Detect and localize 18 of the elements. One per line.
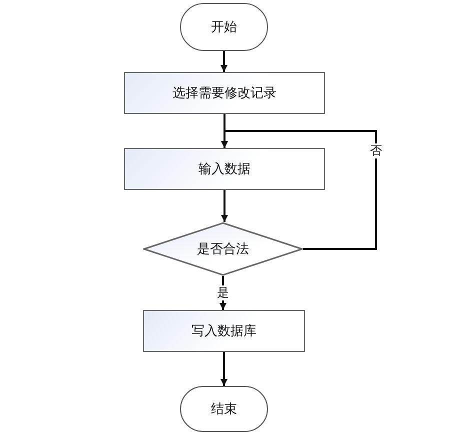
arrow xyxy=(221,130,377,250)
decision-diamond xyxy=(143,222,303,276)
arrow xyxy=(220,51,228,72)
node-text: 结束 xyxy=(211,401,237,418)
node-text: 输入数据 xyxy=(198,161,250,178)
node-text: 开始 xyxy=(211,19,237,36)
process-box xyxy=(124,72,325,114)
process-box xyxy=(124,148,325,190)
terminal-shape xyxy=(180,3,268,51)
arrow xyxy=(221,190,228,222)
edge-label: 否 xyxy=(369,143,383,159)
arrow xyxy=(220,352,228,386)
process-box xyxy=(143,310,305,352)
edge-label: 是 xyxy=(216,285,230,301)
node-text: 选择需要修改记录 xyxy=(172,85,276,102)
node-text: 是否合法 xyxy=(197,241,249,258)
node-text: 写入数据库 xyxy=(192,323,256,340)
terminal-shape xyxy=(180,386,268,432)
